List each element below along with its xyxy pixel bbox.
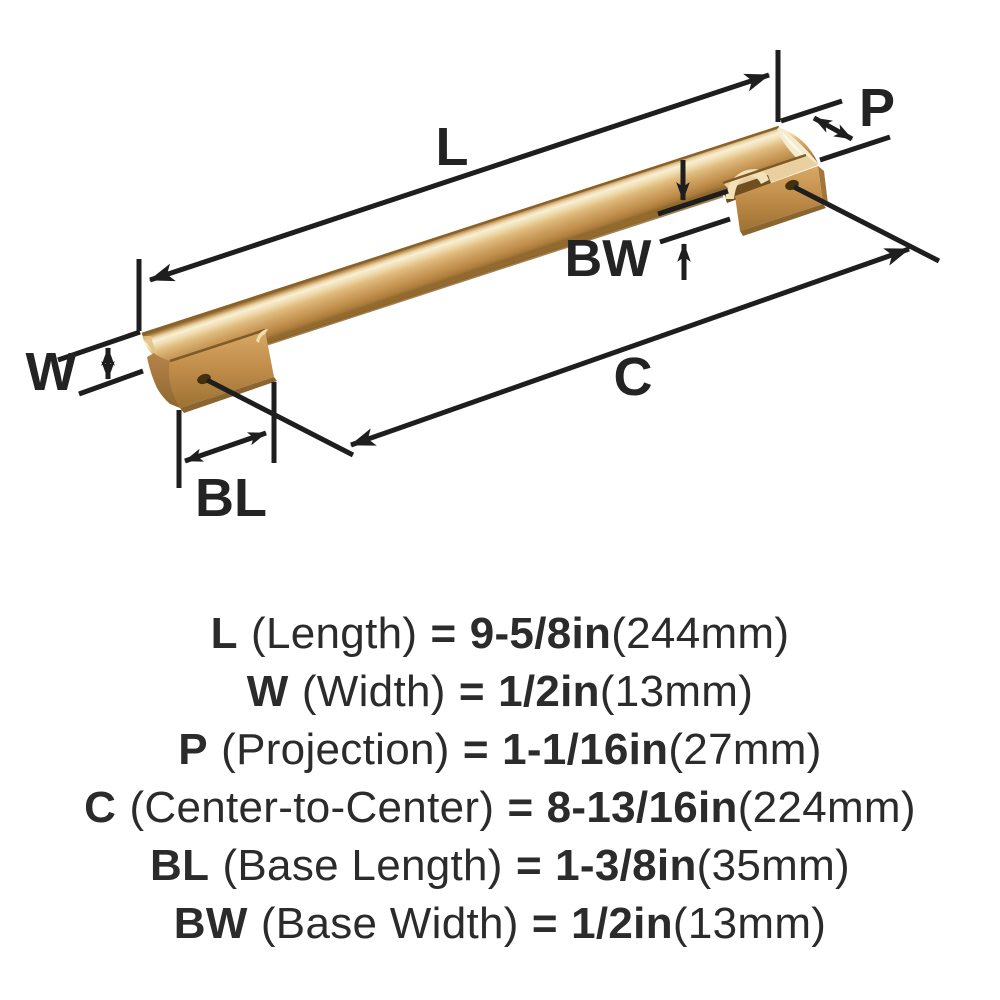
spec-name: (Base Width) (260, 899, 519, 948)
bl-dimension-line (184, 430, 267, 464)
left-foot-side (147, 353, 180, 408)
spec-metric: (35mm) (696, 841, 850, 890)
p-extension-upper (780, 98, 843, 124)
spec-metric: (13mm) (672, 899, 827, 948)
spec-imperial: 8-13/16in (546, 783, 738, 832)
spec-label: P (178, 725, 208, 774)
spec-line-base-width: BW(Base Width)= 1/2in(13mm) (0, 895, 1000, 953)
spec-name: (Length) (251, 609, 418, 658)
l-dimension-line (148, 72, 771, 283)
spec-line-base-length: BL(Base Length)= 1-3/8in(35mm) (0, 837, 1000, 895)
spec-label: C (84, 783, 117, 832)
equals-sign: = (515, 841, 542, 890)
handle-left-cove-shade (143, 336, 158, 356)
spec-imperial: 9-5/8in (469, 609, 612, 658)
left-foot-bottom (180, 377, 277, 413)
spec-imperial: 1-1/16in (502, 725, 669, 774)
bw-extension-lower (659, 216, 731, 245)
equals-sign: = (531, 899, 558, 948)
left-foot (147, 328, 277, 413)
w-extension-upper (57, 329, 141, 363)
spec-name: (Width) (301, 667, 446, 716)
spec-imperial: 1/2in (571, 899, 673, 948)
dimension-label-bl: BL (195, 468, 267, 528)
spec-label: BL (150, 841, 210, 890)
handle-right-cove-core (781, 131, 806, 158)
left-foot-front (169, 330, 274, 408)
p-extension-lower (819, 134, 891, 163)
equals-sign: = (458, 667, 485, 716)
spec-metric: (27mm) (668, 725, 822, 774)
spec-name: (Center-to-Center) (129, 783, 495, 832)
spec-line-center-to-center: C(Center-to-Center)=8-13/16in(224mm) (0, 779, 1000, 837)
spec-metric: (224mm) (737, 783, 916, 832)
dimension-label-c: C (614, 347, 653, 407)
spec-label: W (246, 667, 289, 716)
left-foot-notch (256, 329, 268, 343)
spec-line-projection: P (Projection)= 1-1/16in(27mm) (0, 721, 1000, 779)
dimension-annotations (57, 50, 941, 488)
c-dimension-line (349, 246, 911, 448)
spec-imperial: 1/2in (498, 667, 600, 716)
dimension-label-l: L (436, 117, 469, 177)
spec-line-width: W(Width)= 1/2in(13mm) (0, 663, 1000, 721)
p-dimension-arrow (812, 115, 854, 142)
spec-name: (Base Length) (222, 841, 503, 890)
spec-metric: (13mm) (599, 667, 754, 716)
c-leader-left (205, 377, 355, 458)
dimension-label-bw: BW (565, 230, 653, 288)
w-extension-lower (78, 368, 144, 397)
dimension-label-p: P (859, 78, 895, 138)
equals-sign: = (462, 725, 489, 774)
spec-imperial: 1-3/8in (555, 841, 697, 890)
spec-metric: (244mm) (611, 609, 790, 658)
dimension-label-w: W (26, 342, 77, 402)
spec-name: (Projection) (221, 725, 450, 774)
bw-extension-upper (657, 188, 729, 217)
equals-sign: = (507, 783, 534, 832)
spec-list: L(Length)=9-5/8in(244mm) W(Width)=1/2in(… (0, 605, 1000, 953)
spec-label: L (210, 609, 238, 658)
spec-line-length: L (Length)=9-5/8in(244mm) (0, 605, 1000, 663)
spec-label: BW (173, 899, 248, 948)
left-foot-top-seam (169, 328, 266, 363)
right-foot-side (818, 166, 828, 204)
equals-sign: = (430, 609, 457, 658)
c-leader-right (792, 184, 941, 264)
